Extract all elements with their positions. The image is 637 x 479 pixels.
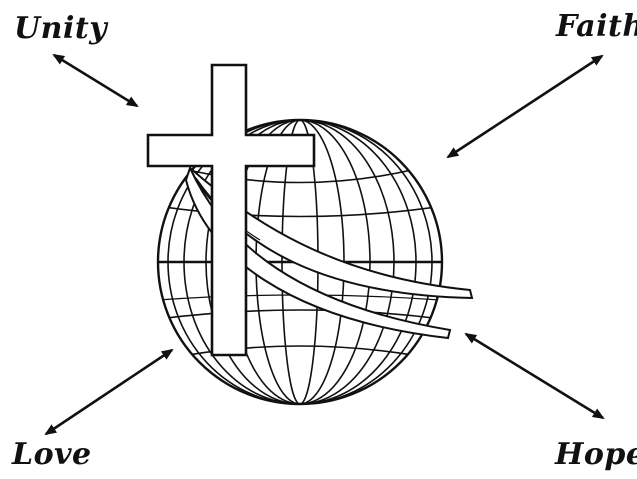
arrow-faith-icon xyxy=(448,56,602,157)
label-faith: Faith xyxy=(556,12,637,42)
arrow-unity-icon xyxy=(54,55,137,106)
label-unity: Unity xyxy=(14,14,107,44)
arrow-hope-icon xyxy=(466,334,603,418)
label-hope: Hope xyxy=(555,440,637,470)
label-love: Love xyxy=(12,440,92,470)
arrow-love-icon xyxy=(46,350,172,434)
